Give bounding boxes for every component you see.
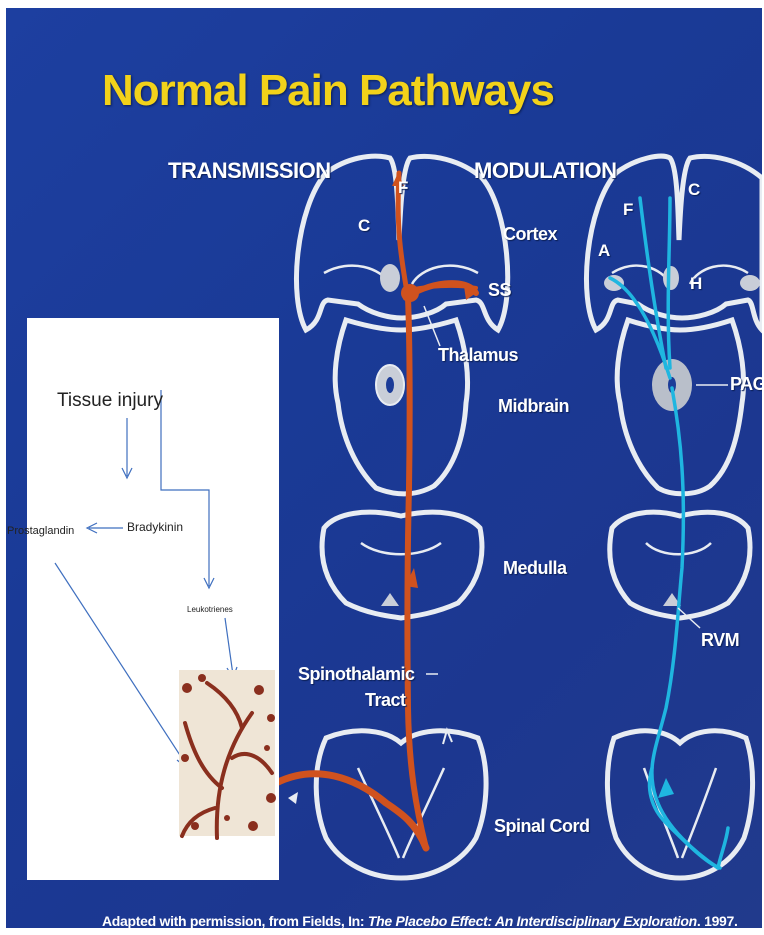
inset-leukotrienes: Leukotrienes	[187, 605, 233, 614]
label-tract: Tract	[365, 690, 406, 711]
left-medulla-outline	[322, 512, 482, 618]
label-pag: PAG	[730, 374, 762, 395]
modulation-heading: MODULATION	[474, 158, 616, 184]
right-anatomy-outlines	[586, 156, 762, 878]
label-f-left: F	[398, 178, 408, 198]
label-thalamus: Thalamus	[438, 345, 518, 366]
label-medulla: Medulla	[503, 558, 567, 579]
left-ventricle	[380, 264, 400, 292]
tissue-vessels-image	[179, 670, 276, 838]
label-c-right: C	[688, 180, 700, 200]
label-f-right: F	[623, 200, 633, 220]
label-a-right: A	[598, 241, 610, 261]
citation-footer: Adapted with permission, from Fields, In…	[102, 913, 738, 928]
label-cortex: Cortex	[503, 224, 557, 245]
right-spinalcord-outline	[607, 731, 752, 878]
label-rvm: RVM	[701, 630, 739, 651]
inset-prostaglandin: Prostaglandin	[7, 525, 74, 537]
modulation-path	[610, 198, 728, 868]
label-h-right: H	[690, 274, 702, 294]
label-ss: SS	[488, 280, 511, 301]
transmission-heading: TRANSMISSION	[168, 158, 331, 184]
label-spinothalamic: Spinothalamic	[298, 664, 415, 685]
inset-tissue-injury: Tissue injury	[57, 390, 163, 412]
label-midbrain: Midbrain	[498, 396, 569, 417]
left-spinalcord-outline	[316, 731, 486, 878]
inset-bradykinin: Bradykinin	[127, 520, 183, 534]
label-spinal-cord: Spinal Cord	[494, 816, 590, 837]
tissue-injury-inset: Tissue injury Bradykinin Prostaglandin L…	[27, 318, 279, 880]
label-c-left: C	[358, 216, 370, 236]
